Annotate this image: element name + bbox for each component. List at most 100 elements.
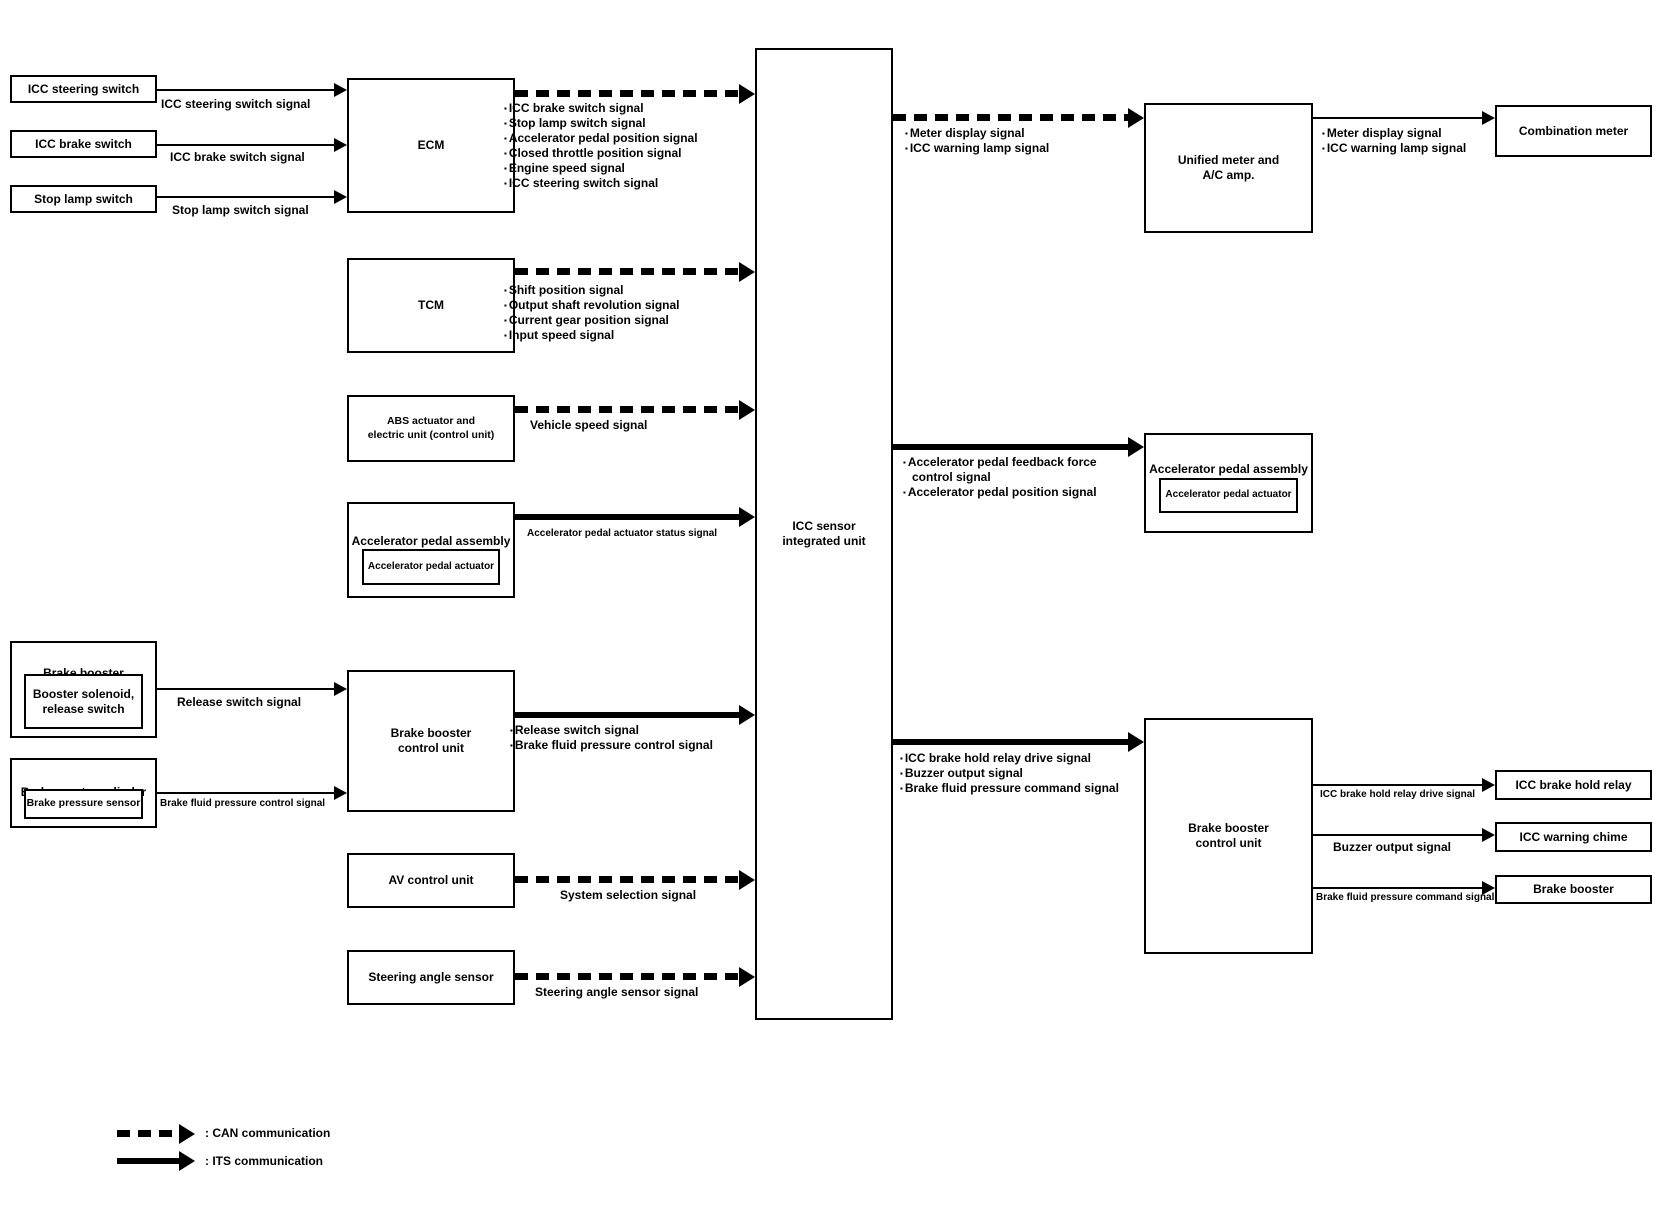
signal-item: Release switch signal — [510, 723, 713, 738]
legend-its-label: : ITS communication — [205, 1154, 324, 1168]
node-label: ICC sensor integrated unit — [782, 519, 866, 548]
signal-item: ICC warning lamp signal — [1322, 141, 1466, 156]
arrow-stop-lamp-switch-to-ecm — [157, 190, 347, 204]
signal-label-brake-fluid-pressure-command: Brake fluid pressure command signal — [1316, 892, 1495, 903]
node-icc-brake-switch: ICC brake switch — [10, 130, 157, 158]
signal-item: Closed throttle position signal — [504, 146, 698, 161]
its-arrow-icc-to-bbcu — [893, 732, 1144, 752]
signal-label-icc-brake-hold-relay-drive: ICC brake hold relay drive signal — [1320, 789, 1476, 800]
node-icc-sensor-integrated-unit: ICC sensor integrated unit — [755, 48, 893, 1020]
node-brake-master-cylinder: Brake master cylinder Brake pressure sen… — [10, 758, 157, 828]
signal-label-vehicle-speed: Vehicle speed signal — [530, 418, 648, 432]
node-icc-warning-chime: ICC warning chime — [1495, 822, 1652, 852]
node-label: Accelerator pedal assembly — [1149, 462, 1308, 476]
node-label: Brake pressure sensor — [26, 797, 141, 810]
its-arrow-icc-to-accel-pedal — [893, 437, 1144, 457]
node-label: Brake booster — [1533, 882, 1614, 896]
signal-item: Brake fluid pressure control signal — [510, 738, 713, 753]
signal-item: Engine speed signal — [504, 161, 698, 176]
node-booster-solenoid-release-switch: Booster solenoid, release switch — [24, 674, 143, 729]
its-arrow-bbcu-to-icc — [515, 705, 755, 725]
node-label: ECM — [417, 138, 445, 152]
signal-item: Buzzer output signal — [900, 766, 1119, 781]
signal-label-steering-angle-sensor: Steering angle sensor signal — [535, 985, 699, 999]
node-brake-booster-left: Brake booster Booster solenoid, release … — [10, 641, 157, 738]
node-label: Stop lamp switch — [34, 191, 133, 206]
node-accelerator-pedal-actuator-right: Accelerator pedal actuator — [1159, 478, 1298, 513]
signal-item: Brake fluid pressure command signal — [900, 781, 1119, 796]
node-label: Accelerator pedal actuator — [1165, 489, 1292, 501]
node-label: Unified meter and A/C amp. — [1177, 153, 1280, 182]
arrow-bbcu-to-brake-booster — [1313, 881, 1495, 895]
arrow-brake-booster-to-bbcu — [157, 682, 347, 696]
node-brake-booster-control-unit-left: Brake booster control unit — [347, 670, 515, 812]
node-label: ICC brake switch — [35, 136, 132, 151]
node-accelerator-pedal-assembly-left: Accelerator pedal assembly Accelerator p… — [347, 502, 515, 598]
signal-label-brake-fluid-pressure-control: Brake fluid pressure control signal — [160, 798, 326, 809]
arrow-unified-meter-to-combination-meter — [1313, 111, 1495, 125]
node-label: Brake booster control unit — [1188, 821, 1269, 850]
node-label: Steering angle sensor — [368, 970, 494, 984]
signal-item: ICC brake switch signal — [504, 101, 698, 116]
signal-item: Accelerator pedal feedback force control… — [903, 455, 1140, 485]
signal-item: Output shaft revolution signal — [504, 298, 680, 313]
signal-item: Shift position signal — [504, 283, 680, 298]
legend-its-arrow-sample — [117, 1151, 195, 1171]
signal-label-accel-pedal-actuator-status: Accelerator pedal actuator status signal — [527, 528, 718, 539]
can-arrow-av-to-icc — [515, 869, 755, 890]
node-label: ICC steering switch — [27, 81, 140, 96]
signal-item: Meter display signal — [905, 126, 1049, 141]
signal-label-icc-brake-switch: ICC brake switch signal — [170, 150, 305, 164]
signal-item: Current gear position signal — [504, 313, 680, 328]
its-arrow-accel-pedal-to-icc — [515, 507, 755, 527]
node-label: Brake booster control unit — [390, 726, 472, 755]
node-combination-meter: Combination meter — [1495, 105, 1652, 157]
can-arrow-icc-to-unified-meter — [893, 107, 1144, 128]
node-label: TCM — [418, 298, 444, 312]
node-label: Accelerator pedal assembly — [351, 533, 511, 548]
node-brake-booster-control-unit-right: Brake booster control unit — [1144, 718, 1313, 954]
arrow-bbcu-to-brake-hold-relay — [1313, 778, 1495, 792]
signal-list-tcm-to-icc: Shift position signalOutput shaft revolu… — [504, 283, 680, 343]
signal-item: Accelerator pedal position signal — [903, 485, 1140, 500]
node-tcm: TCM — [347, 258, 515, 353]
signal-item: ICC brake hold relay drive signal — [900, 751, 1119, 766]
node-av-control-unit: AV control unit — [347, 853, 515, 908]
node-icc-steering-switch: ICC steering switch — [10, 75, 157, 103]
signal-label-release-switch: Release switch signal — [177, 695, 302, 709]
node-label: ICC brake hold relay — [1515, 777, 1632, 792]
signal-item: ICC steering switch signal — [504, 176, 698, 191]
signal-list-icc-to-accel-pedal: Accelerator pedal feedback force control… — [903, 455, 1140, 500]
signal-label-icc-steering-switch: ICC steering switch signal — [161, 97, 311, 111]
arrow-brake-master-cylinder-to-bbcu — [157, 786, 347, 800]
node-stop-lamp-switch: Stop lamp switch — [10, 185, 157, 213]
signal-item: Meter display signal — [1322, 126, 1466, 141]
signal-item: Accelerator pedal position signal — [504, 131, 698, 146]
legend-can-arrow-sample — [117, 1123, 195, 1144]
can-arrow-abs-to-icc — [515, 399, 755, 420]
node-accelerator-pedal-assembly-right: Accelerator pedal assembly Accelerator p… — [1144, 433, 1313, 533]
can-arrow-tcm-to-icc — [515, 261, 755, 282]
legend-can-label: : CAN communication — [205, 1126, 331, 1140]
node-brake-booster-right: Brake booster — [1495, 875, 1652, 904]
signal-list-icc-to-bbcu: ICC brake hold relay drive signalBuzzer … — [900, 751, 1119, 796]
signal-item: ICC warning lamp signal — [905, 141, 1049, 156]
arrow-icc-steering-switch-to-ecm — [157, 83, 347, 97]
node-steering-angle-sensor: Steering angle sensor — [347, 950, 515, 1005]
signal-label-system-selection: System selection signal — [560, 888, 697, 902]
signal-label-buzzer-output: Buzzer output signal — [1333, 840, 1451, 854]
node-accelerator-pedal-actuator-left: Accelerator pedal actuator — [362, 549, 500, 585]
node-brake-pressure-sensor: Brake pressure sensor — [24, 789, 143, 819]
can-arrow-ecm-to-icc — [515, 83, 755, 104]
node-label: ABS actuator and electric unit (control … — [367, 415, 495, 441]
node-unified-meter-ac-amp: Unified meter and A/C amp. — [1144, 103, 1313, 233]
signal-label-stop-lamp-switch: Stop lamp switch signal — [172, 203, 309, 217]
arrow-icc-brake-switch-to-ecm — [157, 138, 347, 152]
signal-item: Input speed signal — [504, 328, 680, 343]
node-icc-brake-hold-relay: ICC brake hold relay — [1495, 770, 1652, 800]
